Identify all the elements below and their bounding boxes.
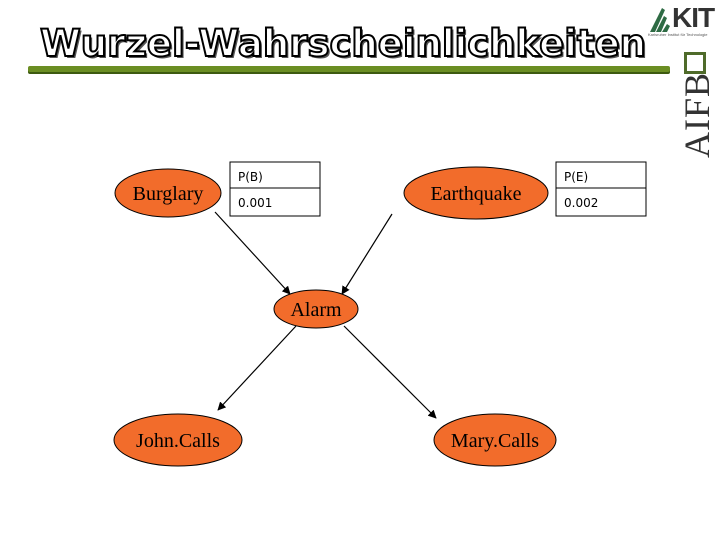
node-mary-calls-label: Mary.Calls xyxy=(451,430,539,452)
edge-earthquake-alarm xyxy=(341,213,393,295)
edge-burglary-alarm xyxy=(214,211,291,295)
title-rule xyxy=(28,66,670,72)
aifb-logo-square-icon xyxy=(684,52,706,74)
cpt-earthquake-value: 0.002 xyxy=(564,196,598,210)
node-alarm: Alarm xyxy=(273,289,359,329)
node-burglary: Burglary xyxy=(114,168,222,218)
cpt-earthquake: P(E) 0.002 xyxy=(555,161,647,217)
node-burglary-label: Burglary xyxy=(133,183,204,205)
node-earthquake: Earthquake xyxy=(403,166,549,220)
cpt-burglary: P(B) 0.001 xyxy=(229,161,321,217)
page-title-shadow: Wurzel-Wahrscheinlichkeiten xyxy=(42,24,649,67)
node-mary-calls: Mary.Calls xyxy=(433,413,557,467)
page-title: Wurzel-Wahrscheinlichkeiten xyxy=(39,21,647,66)
edge-alarm-mary xyxy=(343,325,437,419)
edges xyxy=(214,211,437,419)
node-alarm-label: Alarm xyxy=(290,299,342,321)
node-john-calls: John.Calls xyxy=(113,413,243,467)
cpt-burglary-value: 0.001 xyxy=(238,196,272,210)
node-john-calls-label: John.Calls xyxy=(136,430,220,452)
cpt-earthquake-header: P(E) xyxy=(564,170,588,184)
kit-logo-icon xyxy=(650,8,670,32)
node-earthquake-label: Earthquake xyxy=(430,183,521,205)
kit-logo-text: KIT xyxy=(672,2,715,33)
kit-logo-subtitle: Karlsruher Institut für Technologie xyxy=(648,32,708,37)
cpt-burglary-header: P(B) xyxy=(238,170,263,184)
edge-alarm-john xyxy=(217,325,297,411)
